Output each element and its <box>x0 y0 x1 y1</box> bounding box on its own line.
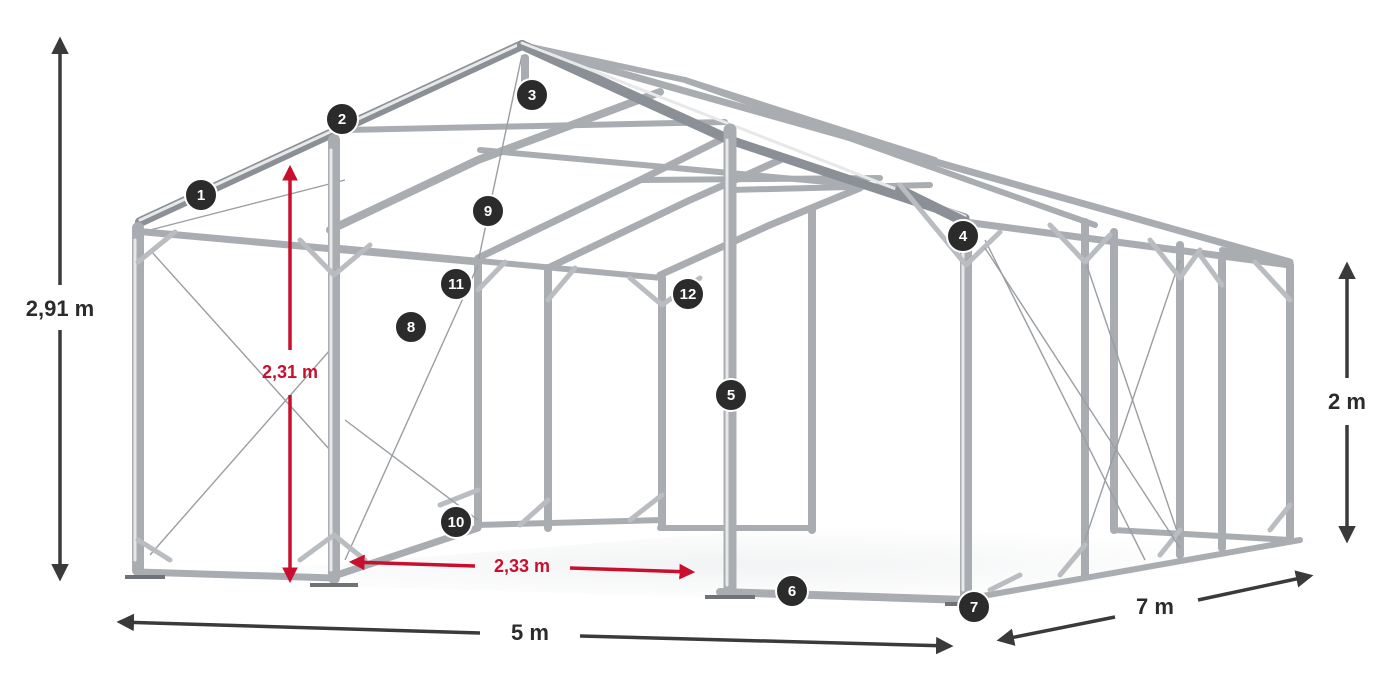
svg-text:5: 5 <box>727 387 735 404</box>
part-badges: 1 2 3 4 5 6 7 8 9 10 11 12 <box>184 78 991 624</box>
side-height-label: 2 m <box>1328 389 1366 414</box>
svg-text:6: 6 <box>788 583 796 600</box>
near-side-frame <box>705 123 1294 606</box>
svg-text:4: 4 <box>959 228 968 245</box>
badge-11: 11 <box>439 267 473 301</box>
badge-3: 3 <box>515 78 549 112</box>
badge-4: 4 <box>946 219 980 253</box>
badge-2: 2 <box>325 102 359 136</box>
svg-text:1: 1 <box>197 187 205 204</box>
svg-text:11: 11 <box>448 276 464 293</box>
badge-10: 10 <box>439 505 473 539</box>
middle-trusses <box>326 88 933 532</box>
length-label: 7 m <box>1136 594 1174 619</box>
badge-5: 5 <box>714 378 748 412</box>
floor-shadow <box>140 525 1300 605</box>
badge-1: 1 <box>184 178 218 212</box>
inner-height-label: 2,31 m <box>262 362 318 382</box>
svg-text:2: 2 <box>338 111 346 128</box>
total-height-label: 2,91 m <box>26 296 95 321</box>
dimension-lines <box>51 36 1356 655</box>
svg-text:8: 8 <box>407 319 415 336</box>
badge-8: 8 <box>394 310 428 344</box>
svg-text:7: 7 <box>970 599 978 616</box>
width-label: 5 m <box>511 620 549 645</box>
badge-6: 6 <box>775 574 809 608</box>
svg-text:9: 9 <box>484 203 492 220</box>
bay-width-label: 2,33 m <box>494 556 550 576</box>
badge-12: 12 <box>671 277 705 311</box>
svg-text:10: 10 <box>448 514 465 531</box>
back-frame <box>518 41 1303 603</box>
svg-text:3: 3 <box>528 87 536 104</box>
badge-9: 9 <box>471 194 505 228</box>
badge-7: 7 <box>957 590 991 624</box>
svg-text:12: 12 <box>680 286 697 303</box>
